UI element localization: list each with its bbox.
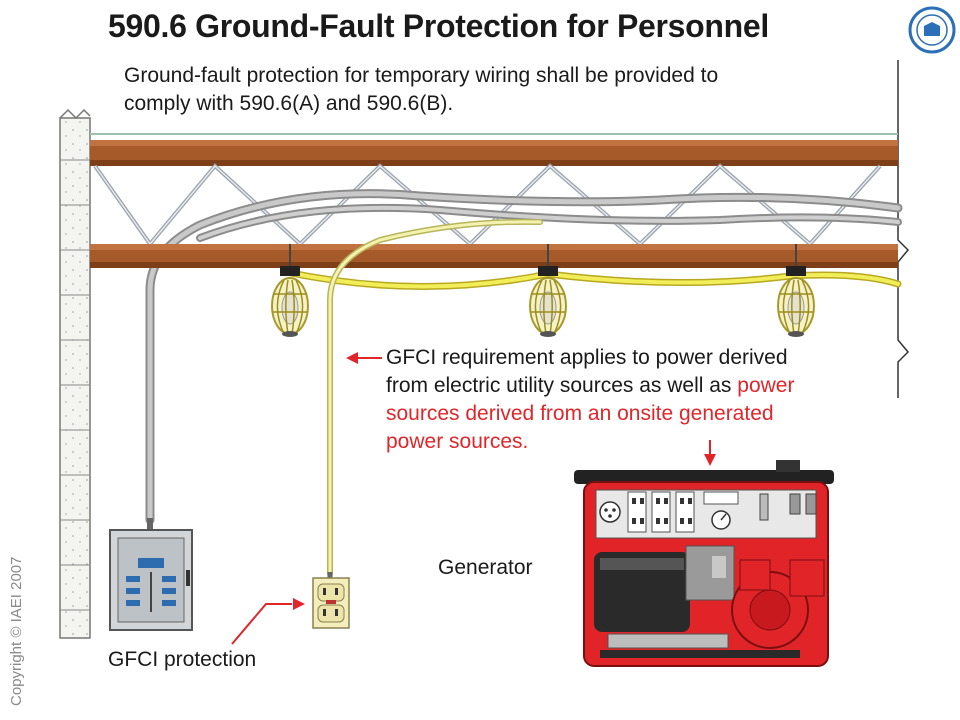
generator-label: Generator bbox=[438, 556, 533, 579]
note-line-2-black: from electric utility sources as well as bbox=[386, 374, 738, 397]
work-light-icon bbox=[271, 266, 309, 337]
work-light-icon bbox=[777, 266, 815, 337]
intro-text: Ground-fault protection for temporary wi… bbox=[124, 62, 718, 118]
copyright: Copyright © IAEI 2007 bbox=[8, 556, 25, 706]
work-light-icon bbox=[529, 266, 567, 337]
gfci-receptacle-icon bbox=[312, 572, 350, 629]
iaei-seal-icon bbox=[908, 6, 956, 54]
intro-line-1: Ground-fault protection for temporary wi… bbox=[124, 64, 719, 87]
break-line bbox=[897, 60, 910, 398]
intro-line-2: comply with 590.6(A) and 590.6(B). bbox=[124, 92, 454, 115]
note-line-4: power sources. bbox=[386, 430, 529, 453]
bottom-beam bbox=[90, 244, 898, 268]
note-line-2-red: power bbox=[737, 374, 795, 397]
panelboard-icon bbox=[109, 518, 193, 631]
note-line-1: GFCI requirement applies to power derive… bbox=[386, 346, 788, 369]
note-line-3: sources derived from an onsite generated bbox=[386, 402, 774, 425]
note-line-2: from electric utility sources as well as… bbox=[386, 372, 794, 400]
gfci-protection-label: GFCI protection bbox=[108, 648, 257, 671]
top-beam bbox=[90, 140, 898, 166]
callout-arrows bbox=[231, 352, 716, 645]
block-wall bbox=[59, 108, 91, 639]
gray-cables bbox=[145, 189, 903, 525]
gfci-note: GFCI requirement applies to power derive… bbox=[386, 344, 794, 456]
page-title: 590.6 Ground-Fault Protection for Person… bbox=[108, 8, 769, 44]
generator-icon bbox=[574, 460, 834, 667]
yellow-cord bbox=[282, 218, 902, 577]
